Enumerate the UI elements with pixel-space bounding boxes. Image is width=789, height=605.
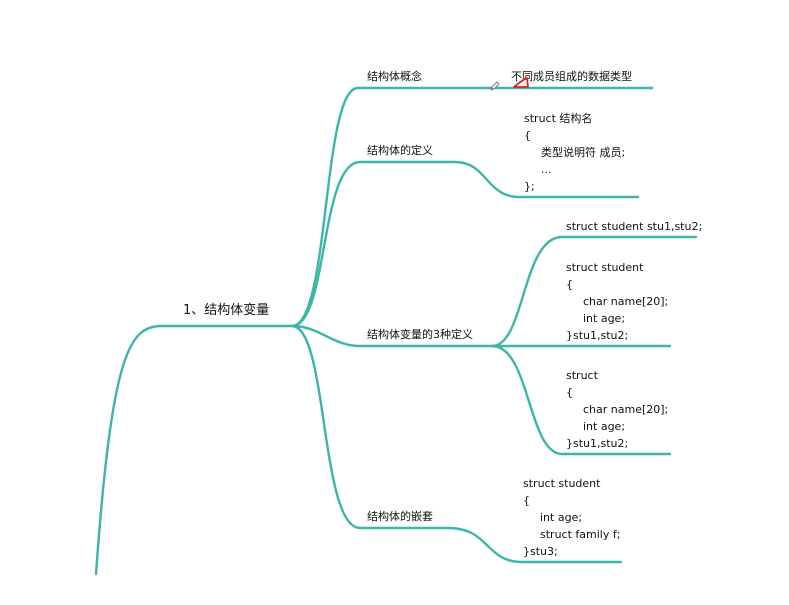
code-line: struct student [566, 261, 644, 274]
branch-nesting [290, 324, 623, 564]
code-line: { [566, 386, 573, 399]
code-line: { [523, 494, 530, 507]
code-line: int age; [583, 312, 626, 325]
branch-definition [290, 160, 640, 328]
definition-code[interactable]: struct 结构名 { 类型说明符 成员; ... }; [524, 110, 625, 195]
code-line: int age; [583, 420, 626, 433]
code-line: char name[20]; [583, 295, 669, 308]
code-line: { [524, 129, 531, 142]
branch-way1 [490, 235, 698, 348]
code-line: struct student stu1,stu2; [566, 220, 703, 233]
code-line: struct family f; [540, 528, 621, 541]
concept-note[interactable]: 不同成员组成的数据类型 [511, 70, 632, 83]
way2-code[interactable]: struct student { char name[20]; int age;… [566, 259, 668, 344]
code-line: 类型说明符 成员; [541, 146, 626, 159]
code-line: { [566, 278, 573, 291]
branch-way3 [490, 344, 672, 456]
way3-code[interactable]: struct { char name[20]; int age; }stu1,s… [566, 367, 668, 452]
topic-definition[interactable]: 结构体的定义 [367, 144, 433, 157]
root-topic[interactable]: 1、结构体变量 [183, 303, 270, 318]
topic-three-ways[interactable]: 结构体变量的3种定义 [367, 328, 473, 341]
code-line: struct 结构名 [524, 112, 593, 125]
pencil-icon [490, 81, 500, 91]
code-line: }stu1,stu2; [566, 437, 629, 450]
topic-concept[interactable]: 结构体概念 [367, 70, 422, 83]
code-line: int age; [540, 511, 583, 524]
topic-nesting[interactable]: 结构体的嵌套 [367, 510, 433, 523]
branch-concept [290, 86, 654, 328]
code-line: }; [524, 180, 535, 193]
code-line: }stu1,stu2; [566, 329, 629, 342]
code-line: struct student [523, 477, 601, 490]
code-line: }stu3; [523, 545, 558, 558]
red-mark-icon [513, 77, 529, 88]
code-line: ... [541, 163, 552, 176]
branch-root-trunk [94, 324, 294, 576]
code-line: struct [566, 369, 598, 382]
way1-code[interactable]: struct student stu1,stu2; [566, 218, 702, 235]
code-line: char name[20]; [583, 403, 669, 416]
nesting-code[interactable]: struct student { int age; struct family … [523, 475, 620, 560]
branch-three-ways [290, 324, 672, 348]
